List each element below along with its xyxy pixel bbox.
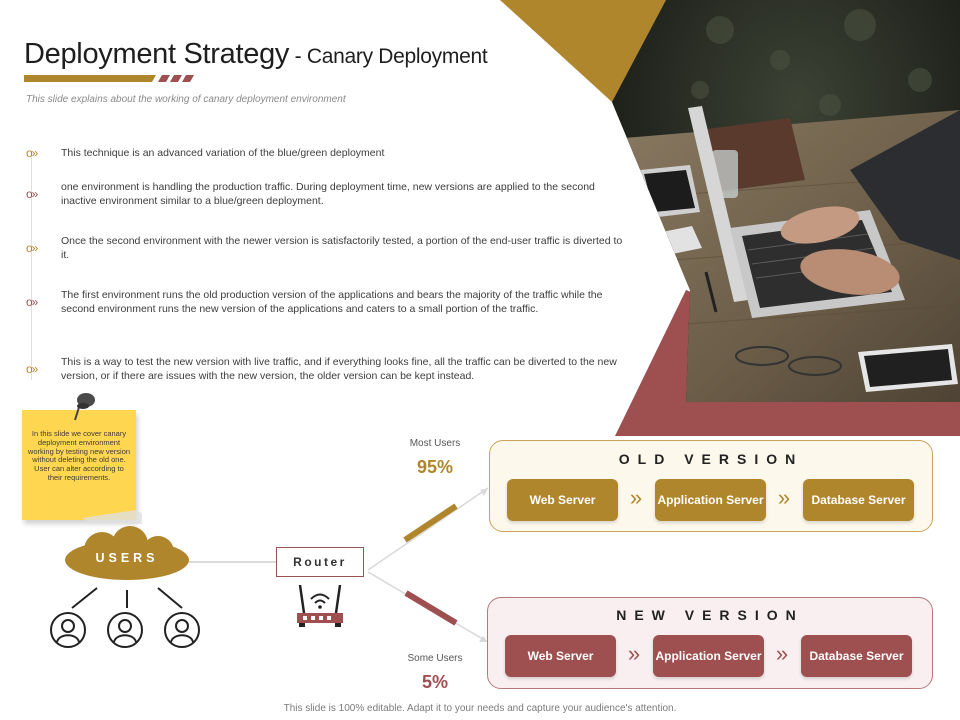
bullet-chevron-icon: o» <box>26 146 38 160</box>
network-connectors <box>71 487 489 643</box>
title-main: Deployment Strategy <box>24 38 290 70</box>
most-users-label: Most Users <box>409 438 461 449</box>
new-database-server-box: Database Server <box>801 635 912 677</box>
sticky-note-curl <box>22 498 142 524</box>
most-users-percent: 95% <box>416 457 454 477</box>
bullet-item-2: one environment is handling the producti… <box>61 181 595 207</box>
slide-subtitle: This slide explains about the working of… <box>26 94 346 105</box>
title-separator: - <box>289 45 307 68</box>
old-database-server-box: Database Server <box>803 479 914 521</box>
bullet-chevron-icon: o» <box>26 295 38 309</box>
users-label: USERS <box>95 551 159 565</box>
old-version-title: OLD VERSION <box>618 451 804 467</box>
wifi-router-icon <box>297 584 343 627</box>
bullet-guide-line <box>31 150 32 380</box>
bullet-chevron-icon: o» <box>26 241 38 255</box>
old-application-server-box: Application Server <box>655 479 766 521</box>
title-sub: Canary Deployment <box>306 45 488 68</box>
page-title: Deployment Strategy - Canary Deployment <box>24 38 488 71</box>
bullet-chevron-icon: o» <box>26 187 38 201</box>
title-underline <box>24 75 194 82</box>
chevron-right-icon: » <box>627 641 641 666</box>
users-cloud <box>65 526 189 580</box>
new-version-title: NEW VERSION <box>616 607 804 623</box>
user-icon <box>164 612 200 648</box>
bullet-chevron-icon: o» <box>26 362 38 376</box>
footer-note: This slide is 100% editable. Adapt it to… <box>283 703 677 714</box>
bullet-item-3: Once the second environment with the new… <box>61 235 623 261</box>
pushpin-icon <box>74 393 95 421</box>
bullet-item-1: This technique is an advanced variation … <box>61 147 385 159</box>
user-icon <box>107 612 143 648</box>
some-users-label: Some Users <box>407 653 463 664</box>
old-web-server-box: Web Server <box>507 479 618 521</box>
bullet-item-4: The first environment runs the old produ… <box>61 289 603 315</box>
new-application-server-box: Application Server <box>653 635 764 677</box>
user-icon <box>50 612 86 648</box>
bullet-item-5: This is a way to test the new version wi… <box>61 356 617 382</box>
new-web-server-box: Web Server <box>505 635 616 677</box>
some-users-percent: 5% <box>421 672 448 692</box>
hero-graphic <box>500 0 960 436</box>
chevron-right-icon: » <box>777 485 791 510</box>
sticky-note-text: In this slide we cover canary deployment… <box>27 429 131 482</box>
laptop-photo <box>612 0 960 402</box>
chevron-right-icon: » <box>775 641 789 666</box>
chevron-right-icon: » <box>629 485 643 510</box>
router-box: Router <box>276 547 364 577</box>
